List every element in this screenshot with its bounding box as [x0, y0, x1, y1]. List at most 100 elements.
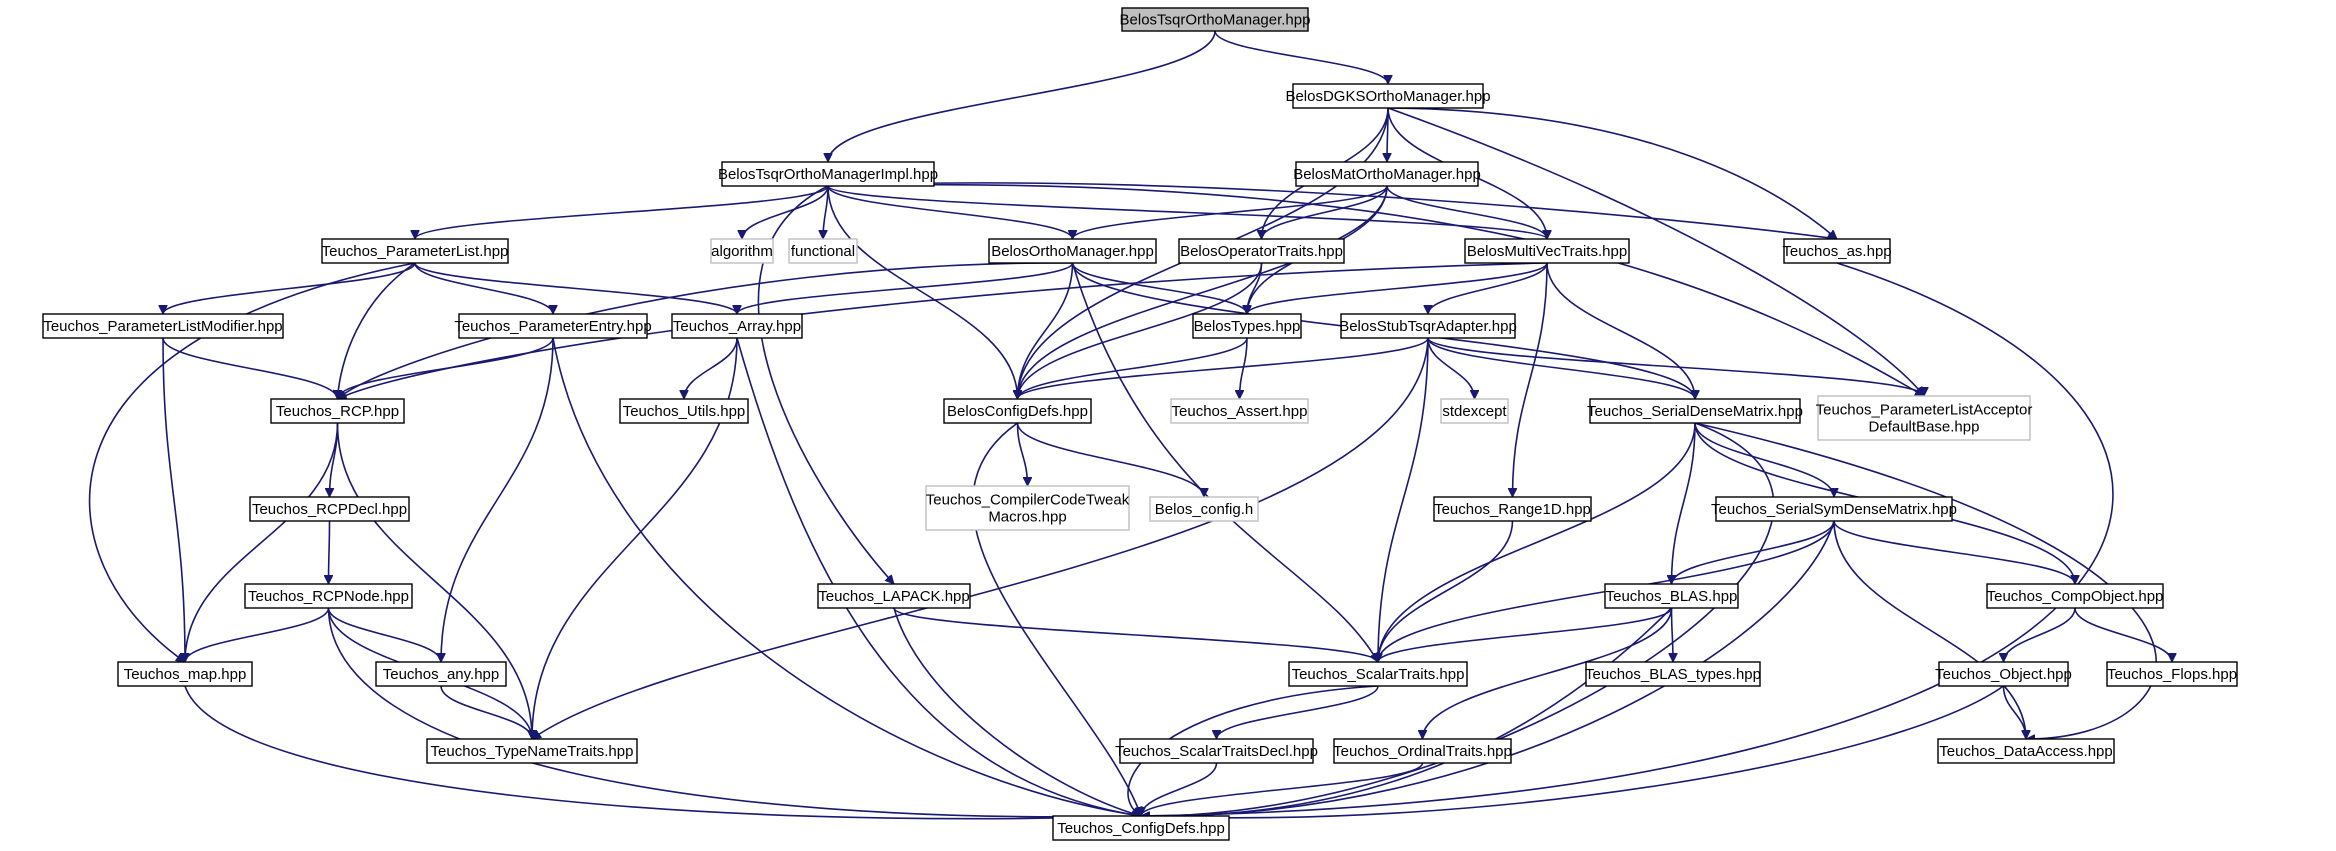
node-label: Teuchos_LAPACK.hpp — [818, 588, 970, 605]
node-orthomgr[interactable]: BelosOrthoManager.hpp — [988, 238, 1157, 264]
node-label: Teuchos_ScalarTraitsDecl.hpp — [1115, 743, 1318, 760]
node-scalartraits[interactable]: Teuchos_ScalarTraits.hpp — [1288, 661, 1468, 687]
edge-plmodifier-to-rcp — [162, 337, 338, 400]
node-box — [42, 313, 284, 339]
node-box — [375, 661, 507, 687]
edge-teuchosas-to-tconfig — [1141, 262, 2114, 816]
node-matortho[interactable]: BelosMatOrthoManager.hpp — [1293, 161, 1481, 187]
node-box — [117, 661, 253, 687]
edge-ssdm-to-blas — [1672, 520, 1835, 585]
edge-lapack-to-scalartraits — [893, 607, 1378, 663]
node-rcp[interactable]: Teuchos_RCP.hpp — [270, 398, 405, 424]
node-range1d[interactable]: Teuchos_Range1D.hpp — [1433, 496, 1592, 522]
node-compobj[interactable]: Teuchos_CompObject.hpp — [1986, 583, 2164, 609]
node-box — [710, 238, 774, 264]
edge-compobj-to-flops — [2074, 607, 2172, 663]
edge-matortho-to-mvtraits — [1386, 185, 1547, 240]
node-box — [1295, 161, 1479, 187]
node-box — [925, 485, 1130, 531]
node-object[interactable]: Teuchos_Object.hpp — [1935, 661, 2072, 687]
edge-orthomgr-to-configdefs — [1018, 262, 1074, 399]
node-belostypes[interactable]: BelosTypes.hpp — [1192, 313, 1302, 339]
node-utils[interactable]: Teuchos_Utils.hpp — [619, 398, 749, 424]
edge-any-to-typenametraits — [440, 685, 532, 740]
node-blastypes[interactable]: Teuchos_BLAS_types.hpp — [1585, 661, 1761, 687]
node-blas[interactable]: Teuchos_BLAS.hpp — [1604, 583, 1739, 609]
node-optraits[interactable]: BelosOperatorTraits.hpp — [1178, 238, 1345, 264]
node-paramlist[interactable]: Teuchos_ParameterList.hpp — [321, 238, 509, 264]
edge-rcp-to-typenametraits — [336, 422, 533, 739]
edge-blas-to-scalartraits — [1378, 607, 1673, 663]
node-label: BelosDGKSOrthoManager.hpp — [1285, 88, 1490, 105]
node-array[interactable]: Teuchos_Array.hpp — [671, 313, 803, 339]
node-box — [1292, 83, 1484, 109]
node-map[interactable]: Teuchos_map.hpp — [117, 661, 253, 687]
node-box — [1585, 661, 1761, 687]
edge-rcpnode-to-any — [327, 607, 442, 663]
node-configdefs[interactable]: BelosConfigDefs.hpp — [943, 398, 1092, 424]
edge-blas-to-blastypes — [1672, 607, 1674, 662]
node-box — [1817, 395, 2031, 441]
node-paramentry[interactable]: Teuchos_ParameterEntry.hpp — [454, 313, 652, 339]
edge-ssdm-to-dataaccess — [1833, 520, 2026, 739]
edge-paramlist-to-paramentry — [414, 262, 553, 315]
node-box — [1149, 496, 1259, 522]
node-label: Teuchos_ParameterListAcceptor — [1816, 402, 2033, 419]
node-tsqrimpl[interactable]: BelosTsqrOrthoManagerImpl.hpp — [718, 161, 938, 187]
edge-sdm-to-scalartraits — [1378, 422, 1696, 662]
node-flops[interactable]: Teuchos_Flops.hpp — [2106, 661, 2238, 687]
edge-mvtraits-to-sdm — [1546, 262, 1695, 399]
edge-array-to-tconfig — [736, 337, 1141, 816]
node-box — [1119, 738, 1314, 764]
edge-stubtsqr-to-scalartraits — [1378, 337, 1429, 662]
node-box — [426, 738, 638, 764]
edge-rcpnode-to-map — [185, 607, 330, 663]
node-label: stdexcept — [1442, 403, 1507, 420]
node-typenametraits[interactable]: Teuchos_TypeNameTraits.hpp — [426, 738, 638, 764]
node-box — [1170, 398, 1309, 424]
node-dataaccess[interactable]: Teuchos_DataAccess.hpp — [1937, 738, 2115, 764]
node-box — [1604, 583, 1739, 609]
node-dgks[interactable]: BelosDGKSOrthoManager.hpp — [1285, 83, 1491, 109]
edge-paramlist-to-rcp — [338, 262, 416, 399]
node-box — [817, 583, 971, 609]
edge-mvtraits-to-stubtsqr — [1428, 262, 1548, 315]
edge-scalartraits-to-stdecl — [1217, 685, 1379, 740]
node-tconfig[interactable]: Teuchos_ConfigDefs.hpp — [1052, 815, 1230, 841]
edge-blas-to-tconfig — [1141, 607, 1673, 816]
edge-configdefs-to-tweak — [1016, 422, 1028, 486]
node-sdm[interactable]: Teuchos_SerialDenseMatrix.hpp — [1587, 398, 1803, 424]
node-stdecl[interactable]: Teuchos_ScalarTraitsDecl.hpp — [1115, 738, 1318, 764]
node-any[interactable]: Teuchos_any.hpp — [375, 661, 507, 687]
node-stubtsqr[interactable]: BelosStubTsqrAdapter.hpp — [1339, 313, 1517, 339]
edge-root-to-dgks — [1214, 30, 1388, 85]
node-label: Teuchos_map.hpp — [124, 666, 247, 683]
edge-matortho-to-orthomgr — [1073, 185, 1388, 240]
node-mvtraits[interactable]: BelosMultiVecTraits.hpp — [1464, 238, 1630, 264]
node-label: Teuchos_RCPDecl.hpp — [252, 501, 407, 518]
edge-stubtsqr-to-typenametraits — [532, 337, 1429, 740]
node-box — [1938, 661, 2069, 687]
node-rcpnode[interactable]: Teuchos_RCPNode.hpp — [244, 583, 413, 609]
edge-blas-to-ordinal — [1423, 607, 1673, 739]
edge-compobj-to-object — [2004, 607, 2076, 663]
node-ordinal[interactable]: Teuchos_OrdinalTraits.hpp — [1333, 738, 1512, 764]
node-root[interactable]: BelosTsqrOrthoManager.hpp — [1120, 7, 1311, 32]
edge-ordinal-to-tconfig — [1141, 762, 1424, 817]
node-ssdm[interactable]: Teuchos_SerialSymDenseMatrix.hpp — [1711, 496, 1957, 522]
node-label: Teuchos_ConfigDefs.hpp — [1057, 820, 1225, 837]
edge-paramlist-to-array — [414, 262, 737, 315]
node-box — [619, 398, 749, 424]
edge-paramentry-to-any — [441, 337, 554, 662]
node-rcpdecl[interactable]: Teuchos_RCPDecl.hpp — [249, 496, 410, 522]
node-label: DefaultBase.hpp — [1869, 419, 1980, 436]
edge-object-to-tconfig — [1141, 685, 2004, 818]
node-teuchosas[interactable]: Teuchos_as.hpp — [1782, 238, 1892, 264]
node-lapack[interactable]: Teuchos_LAPACK.hpp — [817, 583, 971, 609]
edge-rcpdecl-to-rcpnode — [329, 520, 330, 584]
node-box — [1715, 496, 1953, 522]
edge-tsqrimpl-to-configdefs — [827, 185, 1018, 399]
node-label: BelosMatOrthoManager.hpp — [1293, 166, 1481, 183]
node-plmodifier[interactable]: Teuchos_ParameterListModifier.hpp — [42, 313, 284, 339]
